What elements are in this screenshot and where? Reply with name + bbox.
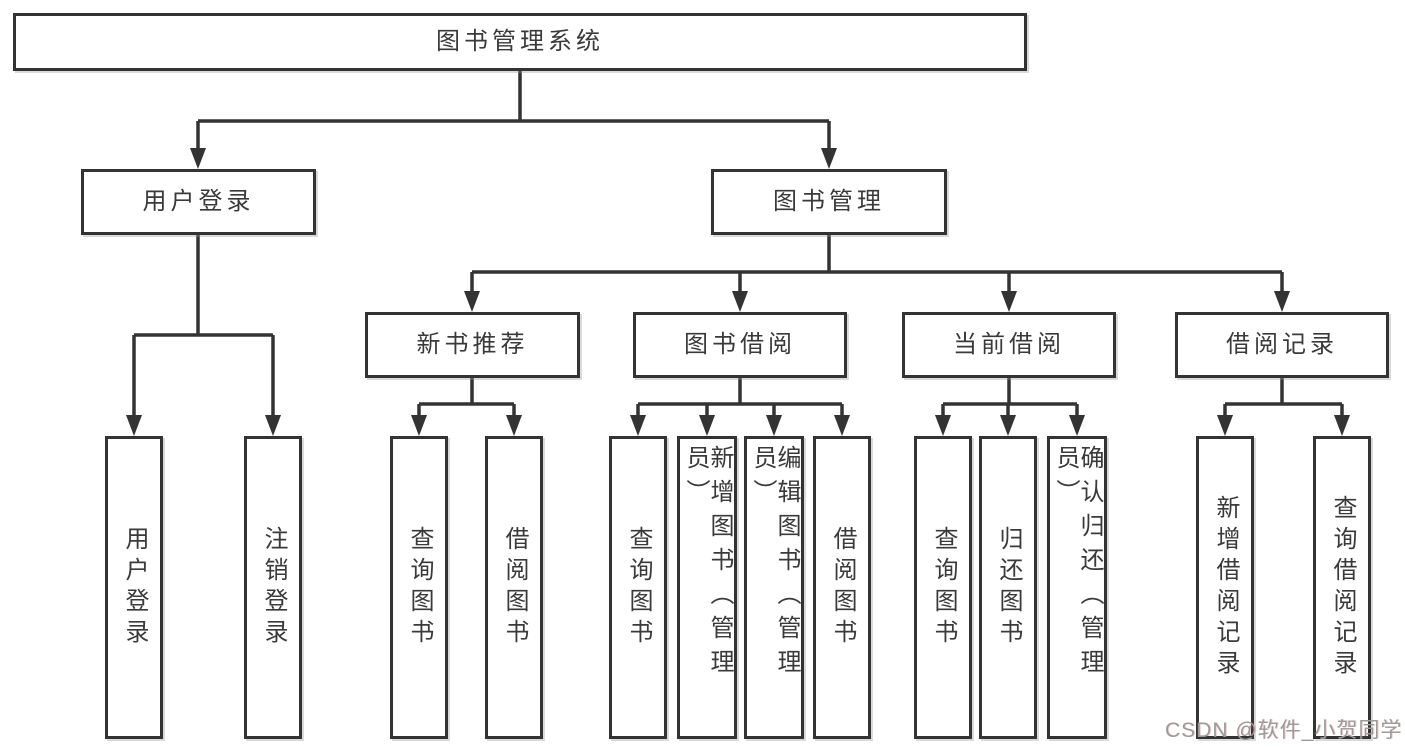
node-current-borrowing: 当前借阅 (902, 312, 1116, 378)
leaf-cb-query-books: 查询图书 (914, 436, 972, 739)
node-label: 查询图书 (406, 525, 433, 650)
connector-userlogin-leaves (132, 235, 275, 417)
connector-bookmgmt-level3 (470, 235, 1284, 293)
leaf-logout: 注销登录 (244, 436, 302, 739)
node-label: 用户登录 (142, 188, 255, 215)
leaf-bb-borrow-books: 借阅图书 (813, 436, 871, 739)
node-label: 借阅图书 (501, 525, 528, 650)
node-label: 图书借阅 (684, 331, 796, 358)
connector-newrec-leaves (417, 378, 516, 417)
node-new-book-recommend: 新书推荐 (365, 312, 580, 378)
node-label: 当前借阅 (953, 331, 1065, 358)
leaf-bb-edit-books-admin: 编辑图书（管理员） (744, 436, 804, 739)
node-label: 新增借阅记录 (1212, 494, 1239, 681)
node-label: 借阅图书 (829, 525, 856, 650)
leaf-br-add-record: 新增借阅记录 (1196, 436, 1254, 739)
leaf-br-query-record: 查询借阅记录 (1313, 436, 1371, 739)
node-label: 图书管理系统 (436, 28, 604, 55)
node-label: 确认归还（管理员） (1052, 445, 1103, 683)
watermark: CSDN @软件_小贺同学 (1165, 719, 1403, 742)
leaf-bb-add-books-admin: 新增图书（管理员） (677, 436, 737, 739)
node-label: 图书管理 (773, 188, 885, 215)
connector-root-level2 (196, 71, 831, 150)
leaf-nr-query-books: 查询图书 (390, 436, 448, 739)
node-book-management: 图书管理 (711, 169, 947, 235)
leaf-nr-borrow-books: 借阅图书 (485, 436, 543, 739)
leaf-user-login: 用户登录 (105, 436, 163, 739)
node-borrowing-records: 借阅记录 (1175, 312, 1389, 378)
connector-borrow-leaves (636, 378, 844, 417)
leaf-cb-confirm-return-admin: 确认归还（管理员） (1047, 436, 1107, 739)
node-label: 注销登录 (260, 525, 287, 650)
node-book-borrowing: 图书借阅 (633, 312, 847, 378)
node-label: 查询借阅记录 (1329, 494, 1356, 681)
node-label: 编辑图书（管理员） (749, 445, 800, 683)
node-root: 图书管理系统 (13, 13, 1027, 71)
node-label: 新增图书（管理员） (682, 445, 733, 683)
leaf-bb-query-books: 查询图书 (609, 436, 667, 739)
node-label: 查询图书 (625, 525, 652, 650)
node-user-login: 用户登录 (81, 169, 316, 235)
connector-current-leaves (941, 378, 1079, 417)
node-label: 归还图书 (995, 525, 1022, 650)
arrowheads (126, 148, 1350, 436)
node-label: 借阅记录 (1226, 331, 1338, 358)
leaf-cb-return-books: 归还图书 (979, 436, 1037, 739)
node-label: 查询图书 (930, 525, 957, 650)
node-label: 用户登录 (121, 525, 148, 650)
node-label: 新书推荐 (416, 331, 529, 358)
connector-records-leaves (1223, 378, 1344, 417)
